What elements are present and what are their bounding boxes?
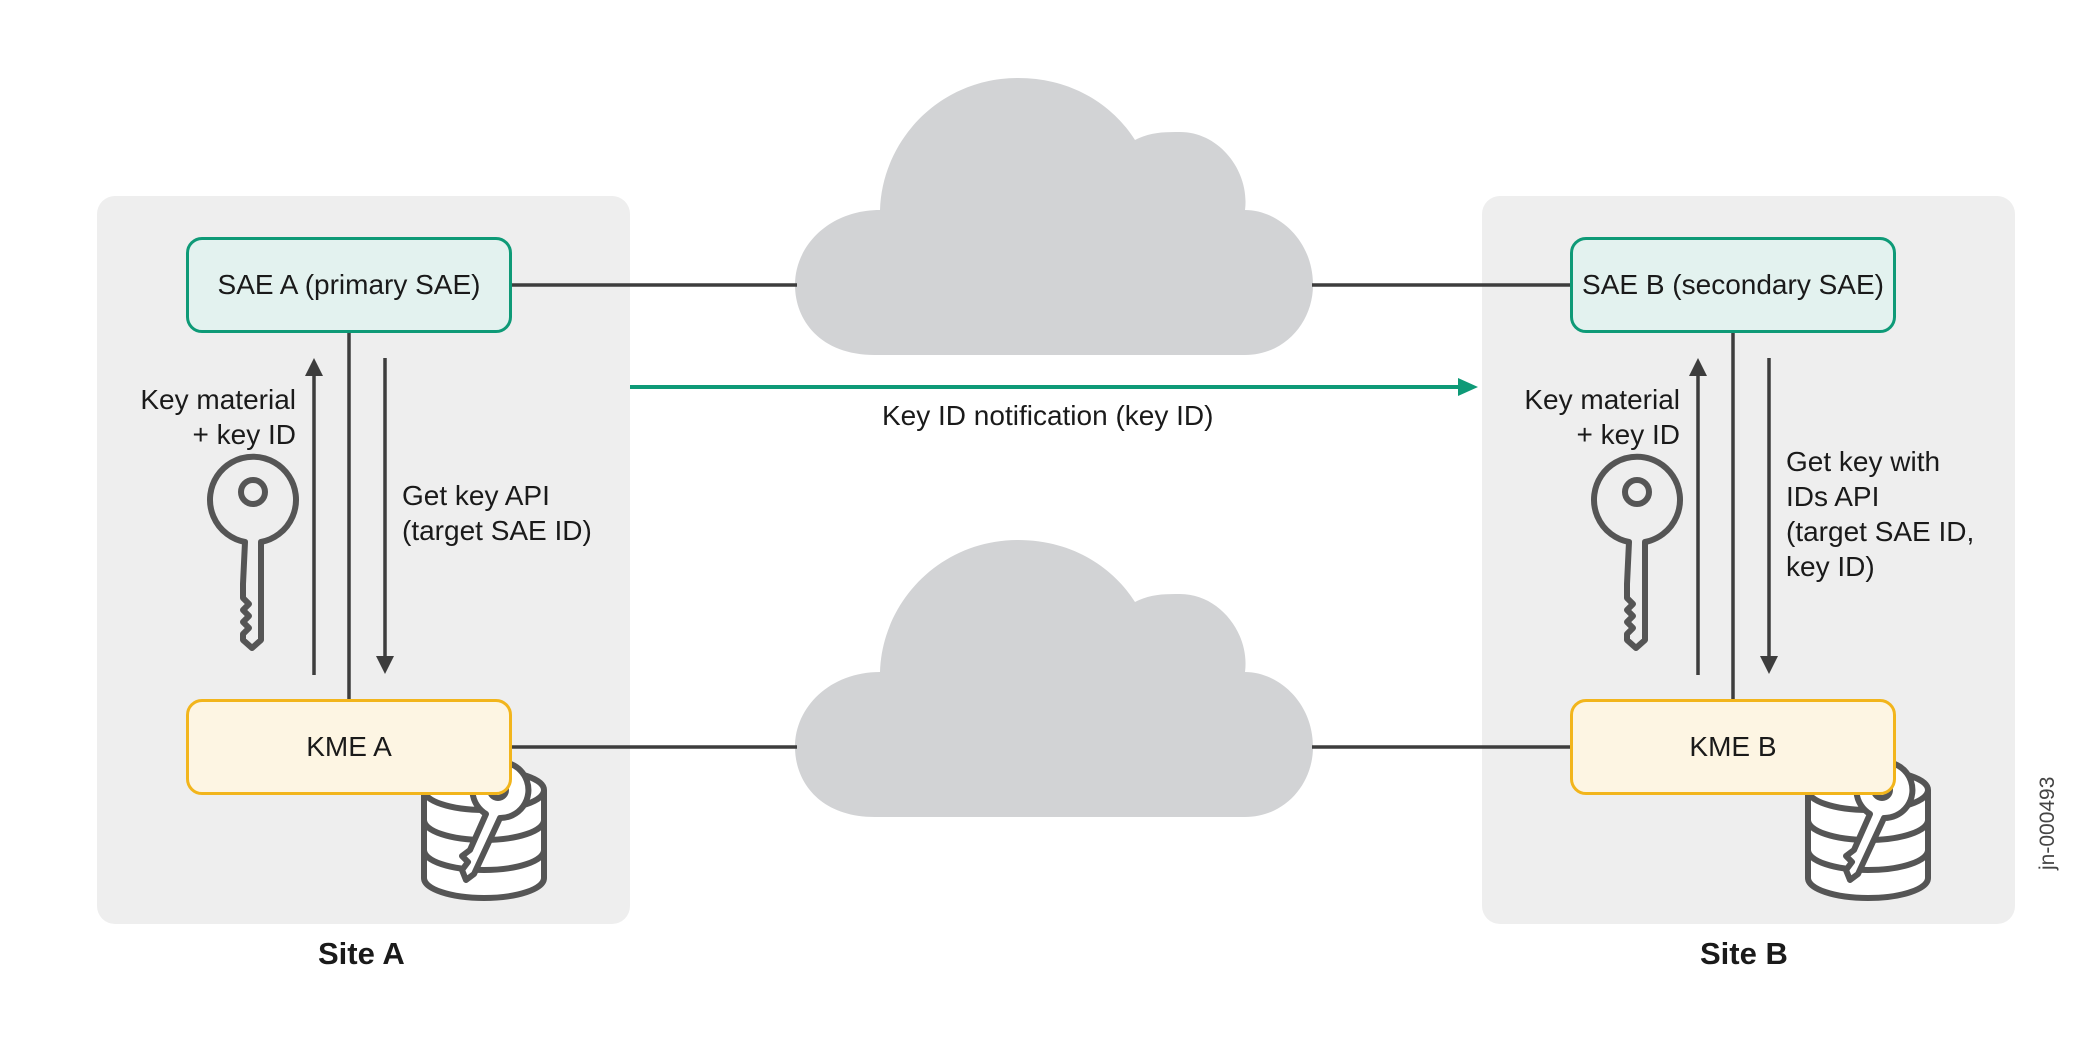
key-icon <box>207 453 299 651</box>
site-b-down-label: Get key with IDs API (target SAE ID, key… <box>1786 446 1975 582</box>
sae-a-box: SAE A (primary SAE) <box>186 237 512 333</box>
site-b-up-label: Key material + key ID <box>1524 384 1680 450</box>
site-a-up-label: Key material + key ID <box>140 384 296 450</box>
notification-arrowhead <box>1458 378 1478 396</box>
site-a-title: Site A <box>318 936 405 971</box>
figure-id: jn-000493 <box>2036 776 2059 870</box>
cloud-icon <box>795 540 1313 817</box>
site-b-title: Site B <box>1700 936 1788 971</box>
notification-label: Key ID notification (key ID) <box>882 400 1214 431</box>
key-icon <box>1591 453 1683 651</box>
site-a-down-label: Get key API (target SAE ID) <box>402 480 592 546</box>
sae-b-box: SAE B (secondary SAE) <box>1570 237 1896 333</box>
cloud-icon <box>795 78 1313 355</box>
kme-a-box: KME A <box>186 699 512 795</box>
kme-b-box: KME B <box>1570 699 1896 795</box>
